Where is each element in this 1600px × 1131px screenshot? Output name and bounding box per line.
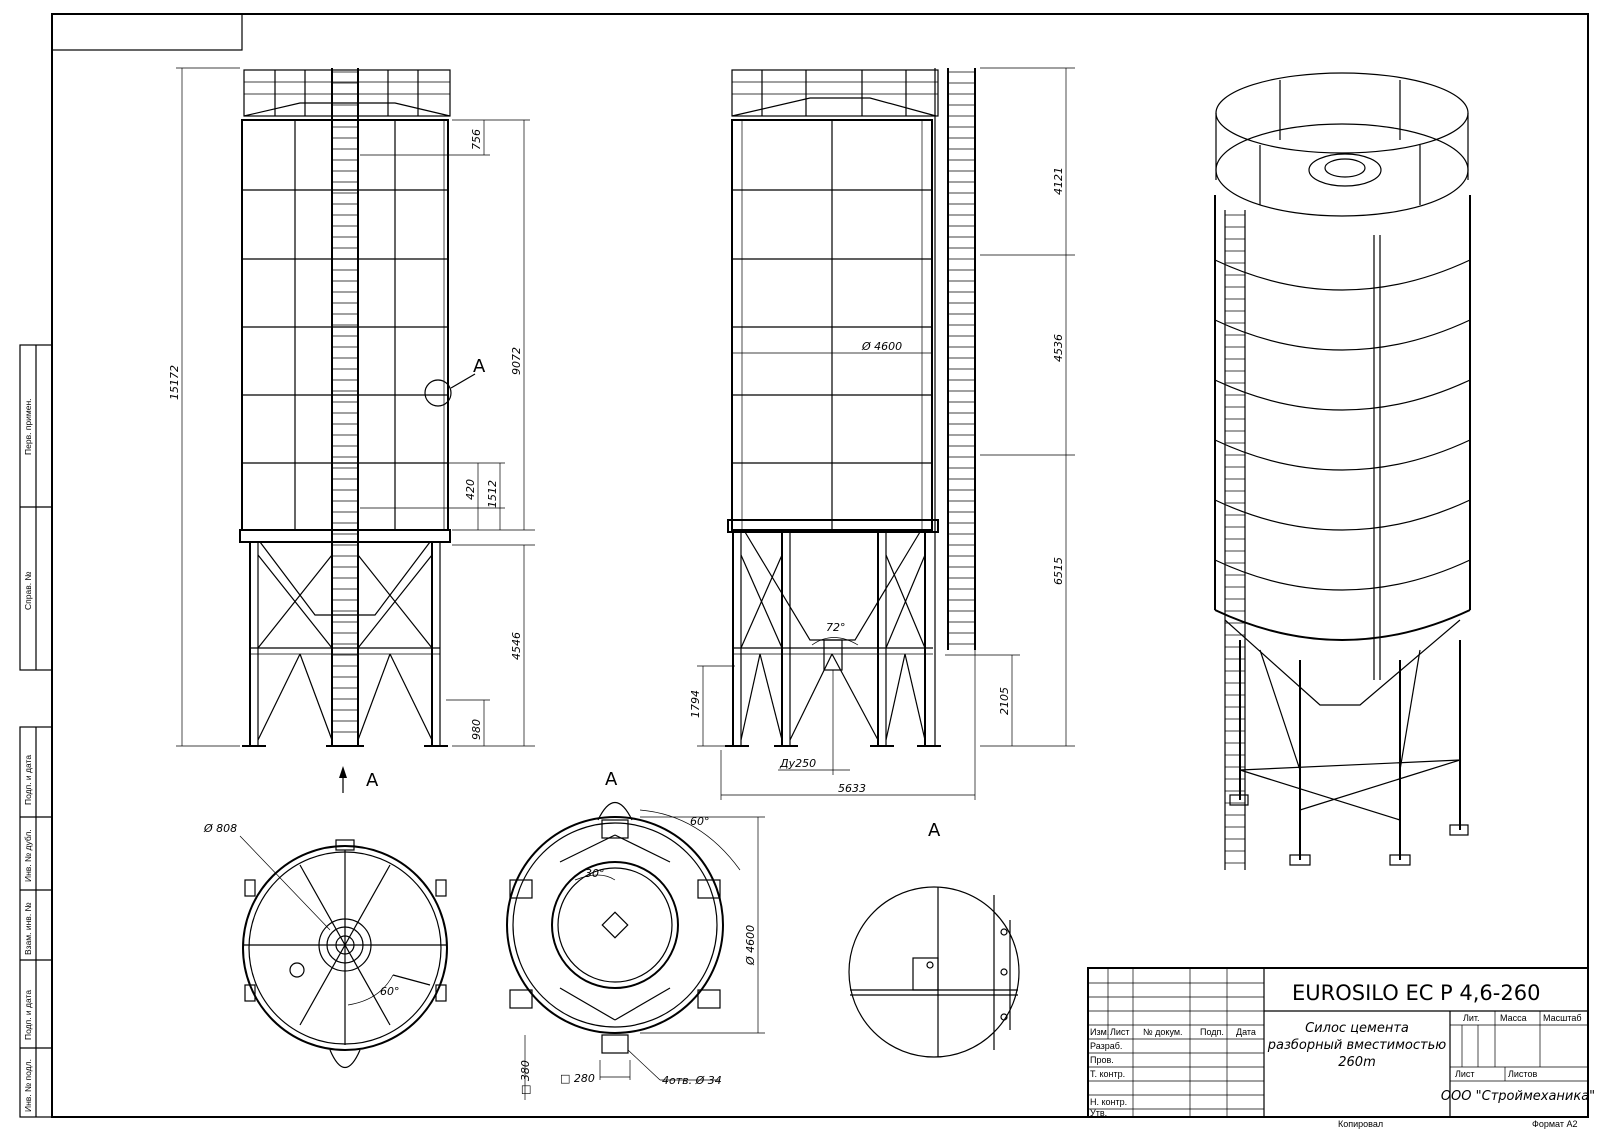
front-detail-ref: A	[473, 356, 486, 377]
stamp-sprav: Справ. №	[23, 571, 33, 610]
front-view: A A 15172 756 9072 420 1512 4546 980	[168, 67, 535, 793]
dim-4121: 4121	[1052, 167, 1065, 195]
dim-756: 756	[470, 129, 483, 150]
tb-col-doc: № докум.	[1143, 1027, 1183, 1037]
tb-designation: EUROSILO EC P 4,6-260	[1292, 981, 1540, 1005]
isometric-view	[1214, 72, 1471, 870]
tb-role-utv: Утв.	[1090, 1108, 1107, 1118]
stamp-podp-1: Подп. и дата	[23, 755, 33, 805]
stamp-vzam-inv: Взам. инв. №	[23, 902, 33, 955]
tb-desc-3: 260m	[1338, 1055, 1375, 1070]
dim-980: 980	[470, 719, 483, 740]
dim-6515: 6515	[1052, 557, 1065, 585]
top-view: Ø 808 60°	[203, 822, 448, 1069]
stamp-inv-podl: Инв. № подл.	[23, 1059, 33, 1112]
tb-role-prov: Пров.	[1090, 1055, 1114, 1065]
tb-lit-label: Лит.	[1463, 1013, 1480, 1023]
bottom-d380: □ 380	[519, 1060, 532, 1095]
dim-2105: 2105	[998, 687, 1011, 715]
title-block: Изм. Лист № докум. Подп. Дата Разраб. Пр…	[1087, 967, 1595, 1129]
dim-15172: 15172	[168, 365, 181, 400]
detail-a: A	[848, 820, 1020, 1058]
tb-desc-1: Силос цемента	[1305, 1021, 1409, 1036]
dim-1794: 1794	[689, 690, 702, 718]
bottom-view-label: A	[605, 769, 618, 790]
tb-copied: Копировал	[1338, 1119, 1383, 1129]
tb-scale-label: Масштаб	[1543, 1013, 1582, 1023]
dim-4536: 4536	[1052, 334, 1065, 362]
tb-mass-label: Масса	[1500, 1013, 1527, 1023]
dim-9072: 9072	[510, 347, 523, 375]
tb-sheets-label: Листов	[1508, 1069, 1537, 1079]
detail-label: A	[928, 820, 941, 841]
tb-role-nkontr: Н. контр.	[1090, 1097, 1127, 1107]
bottom-d280: □ 280	[560, 1072, 595, 1085]
tb-desc-2: разборный вместимостью	[1267, 1038, 1446, 1053]
dim-4546: 4546	[510, 632, 523, 660]
dim-side-outlet: Ду250	[779, 757, 816, 770]
tb-col-izm: Изм.	[1090, 1027, 1109, 1037]
front-view-arrow-label: A	[366, 770, 379, 791]
dim-side-angle: 72°	[826, 621, 846, 634]
dim-420: 420	[464, 479, 477, 500]
tb-role-tkontr: Т. контр.	[1090, 1069, 1125, 1079]
stamp-perv-primen: Перв. примен.	[23, 398, 33, 455]
tb-col-podp: Подп.	[1200, 1027, 1224, 1037]
dim-side-diameter: Ø 4600	[861, 340, 902, 353]
side-stamp-strip: Перв. примен. Справ. № Подп. и дата Инв.…	[19, 344, 53, 1118]
top-angle: 60°	[380, 985, 400, 998]
bottom-angle-30: 30°	[585, 867, 605, 880]
stamp-inv-dubl: Инв. № дубл.	[23, 829, 33, 882]
tb-format: Формат A2	[1532, 1119, 1577, 1129]
stamp-podp-2: Подп. и дата	[23, 990, 33, 1040]
tb-role-razrab: Разраб.	[1090, 1041, 1122, 1051]
dim-side-width: 5633	[838, 782, 866, 795]
tb-col-data: Дата	[1236, 1027, 1256, 1037]
tb-sheet-label: Лист	[1455, 1069, 1475, 1079]
dim-1512: 1512	[486, 480, 499, 508]
tb-company: ООО "Строймеханика"	[1441, 1089, 1595, 1104]
top-hatch-dia: Ø 808	[203, 822, 237, 835]
tb-col-list: Лист	[1110, 1027, 1130, 1037]
bottom-holes: 4отв. Ø 34	[662, 1074, 722, 1087]
bottom-view: A 60° 30° Ø 4600 □ 380 □ 280	[506, 769, 765, 1100]
bottom-angle-60: 60°	[690, 815, 710, 828]
sheet-frame	[51, 13, 1589, 1118]
side-view: Ø 4600	[689, 67, 1075, 800]
bottom-diameter: Ø 4600	[744, 925, 757, 966]
